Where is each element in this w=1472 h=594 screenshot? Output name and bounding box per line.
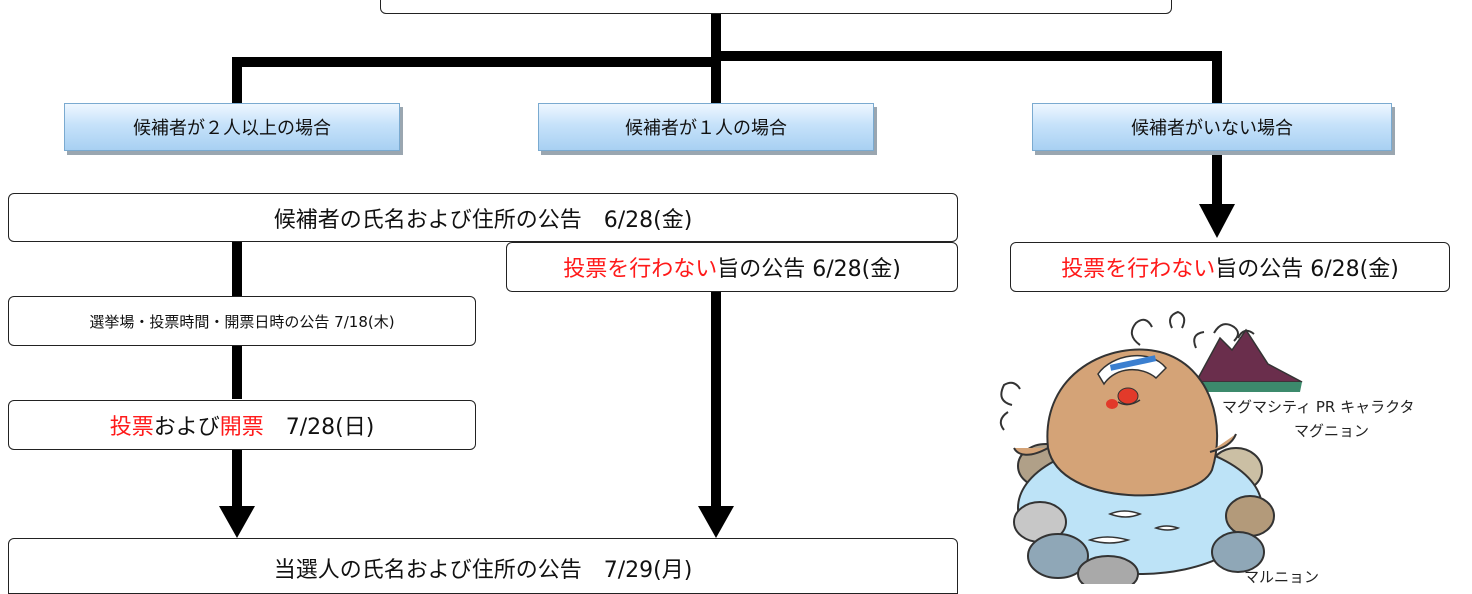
voting-word: 投票: [109, 415, 154, 440]
magnyon-character-illustration: [999, 310, 1303, 584]
arrow-head-none: [1199, 204, 1235, 238]
character-caption-line1: マグマシティ PR キャラクタ: [1222, 398, 1415, 416]
voting-box: 投票および開票 7/28(日): [8, 400, 476, 450]
no-vote-highlight-single: 投票を行わない: [563, 257, 718, 282]
top-box: [380, 0, 1172, 14]
branch-multiple-label: 候補者が２人以上の場合: [133, 118, 331, 139]
branch-single-tag: 候補者が１人の場合: [538, 103, 874, 151]
branch-none-label: 候補者がいない場合: [1131, 118, 1293, 139]
arrow-head-multiple: [219, 506, 255, 538]
counting-word: 開票: [219, 415, 264, 440]
branch-multiple-tag: 候補者が２人以上の場合: [64, 103, 400, 151]
venue-notice-box: 選挙場・投票時間・開票日時の公告 7/18(木): [8, 296, 476, 346]
arrow-head-single: [698, 506, 734, 538]
branch-single-label: 候補者が１人の場合: [625, 118, 787, 139]
character-caption-line2: マグニョン: [1294, 422, 1370, 440]
no-vote-highlight-none: 投票を行わない: [1061, 257, 1216, 282]
candidate-notice-text: 候補者の氏名および住所の公告 6/28(金): [273, 207, 693, 233]
winner-notice-box: 当選人の氏名および住所の公告 7/29(月): [8, 538, 958, 594]
branch-none-tag: 候補者がいない場合: [1032, 103, 1392, 151]
no-vote-notice-single-box: 投票を行わない旨の公告 6/28(金): [506, 242, 958, 292]
no-vote-rest-none: 旨の公告 6/28(金): [1215, 257, 1399, 282]
no-vote-rest-single: 旨の公告 6/28(金): [717, 257, 901, 282]
voting-date: 7/28(日): [263, 415, 375, 440]
and-word: および: [153, 415, 220, 440]
venue-notice-text: 選挙場・投票時間・開票日時の公告 7/18(木): [89, 312, 395, 331]
candidate-notice-box: 候補者の氏名および住所の公告 6/28(金): [8, 193, 958, 242]
character-caption-bottom: マルニョン: [1244, 568, 1320, 586]
no-vote-notice-none-box: 投票を行わない旨の公告 6/28(金): [1010, 242, 1450, 292]
winner-notice-text: 当選人の氏名および住所の公告 7/29(月): [273, 558, 693, 583]
